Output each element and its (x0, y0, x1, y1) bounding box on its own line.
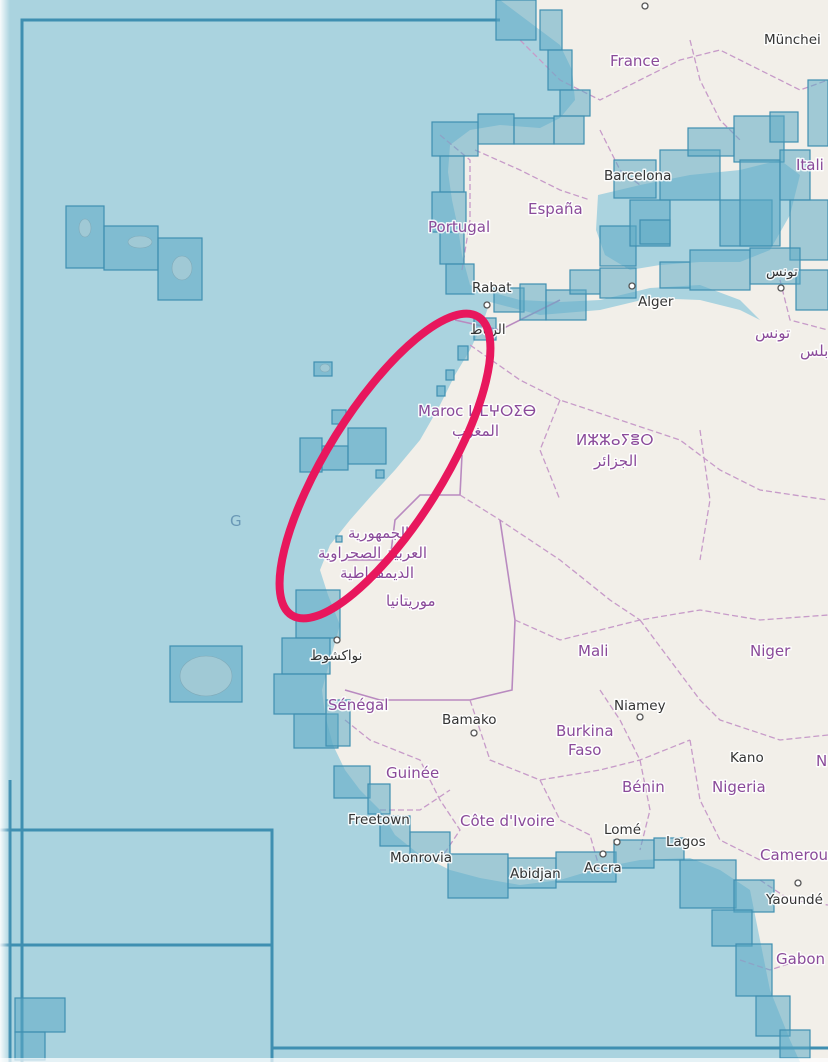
label-freetown: Freetown (348, 812, 410, 828)
label-kano: Kano (730, 750, 764, 766)
africa-landmass (320, 298, 828, 1062)
label-lome: Lomé (604, 822, 641, 838)
africa-coastal-chart-boxes (273, 317, 811, 1059)
europe-coastal-chart-boxes (431, 0, 828, 321)
label-n-edge: N (816, 752, 827, 770)
label-lagos: Lagos (666, 834, 706, 850)
label-cameroun: Camerou (760, 846, 828, 864)
label-gabon: Gabon (776, 950, 825, 968)
label-niamey: Niamey (614, 698, 666, 714)
label-guinee: Guinée (386, 764, 439, 782)
label-yaounde: Yaoundé (765, 892, 823, 908)
label-burkina: Burkina (556, 722, 614, 740)
bottom-edge-fade (0, 1058, 828, 1062)
label-tripoli-ar: طرابلس (800, 342, 828, 360)
label-algerie-tifinagh: ⵍⵣⵣⴰⵢⴻⵔ (576, 431, 654, 449)
label-portugal: Portugal (428, 218, 490, 236)
label-tunis-ar: تونس (766, 264, 798, 280)
island-chart-boxes (14, 205, 387, 1061)
label-tunis-ar-2: تونس (755, 324, 790, 342)
label-barcelona: Barcelona (604, 168, 671, 184)
city-markers (333, 2, 802, 887)
label-nigeria: Nigeria (712, 778, 766, 796)
label-france: France (610, 52, 660, 70)
label-benin: Bénin (622, 778, 665, 796)
label-monrovia: Monrovia (390, 850, 452, 866)
label-espana: España (528, 200, 583, 218)
label-abidjan: Abidjan (510, 866, 561, 882)
label-alger: Alger (638, 294, 674, 310)
label-mali: Mali (578, 642, 608, 660)
label-italia: Itali (796, 156, 824, 174)
label-mauritanie: موريتانيا (386, 592, 436, 610)
label-bamako: Bamako (442, 712, 497, 728)
label-sahrawi-2: العربية الصحراوية (318, 544, 427, 562)
label-munchen: Münchei (764, 32, 821, 48)
label-nouakchott: نواكشوط (310, 648, 362, 664)
chart-coverage-frames (0, 18, 828, 1062)
left-edge-fade (0, 0, 10, 1062)
label-algerie-ar: الجزائر (593, 452, 637, 470)
label-sahrawi-1: الجمهورية (348, 524, 409, 542)
label-ocean-g: G (230, 512, 242, 530)
label-faso: Faso (568, 741, 601, 759)
map-labels: Münchei France Barcelona España Portugal… (230, 31, 828, 970)
label-senegal: Sénégal (328, 696, 388, 714)
label-niger: Niger (750, 642, 791, 660)
label-cote-divoire: Côte d'Ivoire (460, 812, 555, 830)
label-rabat: Rabat (472, 280, 512, 296)
highlight-ellipse (275, 309, 495, 623)
label-accra: Accra (584, 860, 622, 876)
